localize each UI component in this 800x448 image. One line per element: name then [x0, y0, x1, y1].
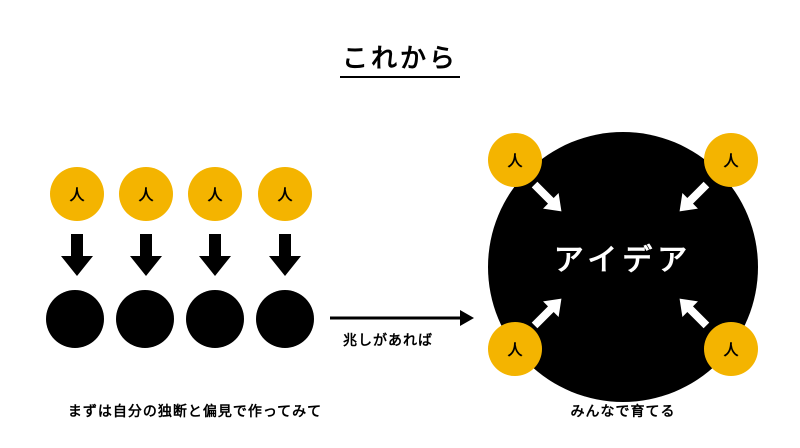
- inward-arrow-icon: [531, 181, 562, 212]
- person-label: 人: [138, 185, 154, 204]
- person-circle-3: 人: [188, 167, 242, 221]
- person-label: 人: [723, 340, 739, 359]
- connector-label: 兆しがあれば: [343, 333, 433, 349]
- person-circle-top-right: 人: [704, 133, 758, 187]
- idea-dot-1: [46, 290, 104, 348]
- right-caption: みんなで育てる: [570, 404, 676, 420]
- person-label: 人: [723, 151, 739, 170]
- idea-dot-4: [256, 290, 314, 348]
- inward-arrow-icon: [679, 181, 710, 212]
- inward-arrow-icon: [679, 298, 710, 329]
- idea-dot-2: [116, 290, 174, 348]
- person-circle-top-left: 人: [488, 133, 542, 187]
- down-arrow-icon: [269, 234, 301, 276]
- person-circle-2: 人: [119, 167, 173, 221]
- person-circle-4: 人: [258, 167, 312, 221]
- down-arrow-icon: [61, 234, 93, 276]
- down-arrow-icon: [199, 234, 231, 276]
- person-label: 人: [277, 185, 293, 204]
- person-circle-1: 人: [50, 167, 104, 221]
- person-label: 人: [207, 185, 223, 204]
- person-circle-bottom-left: 人: [488, 322, 542, 376]
- page-title: これから: [0, 38, 800, 78]
- down-arrow-icon: [130, 234, 162, 276]
- idea-label: アイデア: [553, 243, 693, 278]
- idea-dot-3: [186, 290, 244, 348]
- inward-arrow-icon: [531, 298, 562, 329]
- left-caption: まずは自分の独断と偏見で作ってみて: [67, 404, 323, 420]
- person-label: 人: [507, 151, 523, 170]
- person-label: 人: [507, 340, 523, 359]
- person-circle-bottom-right: 人: [704, 322, 758, 376]
- person-label: 人: [69, 185, 85, 204]
